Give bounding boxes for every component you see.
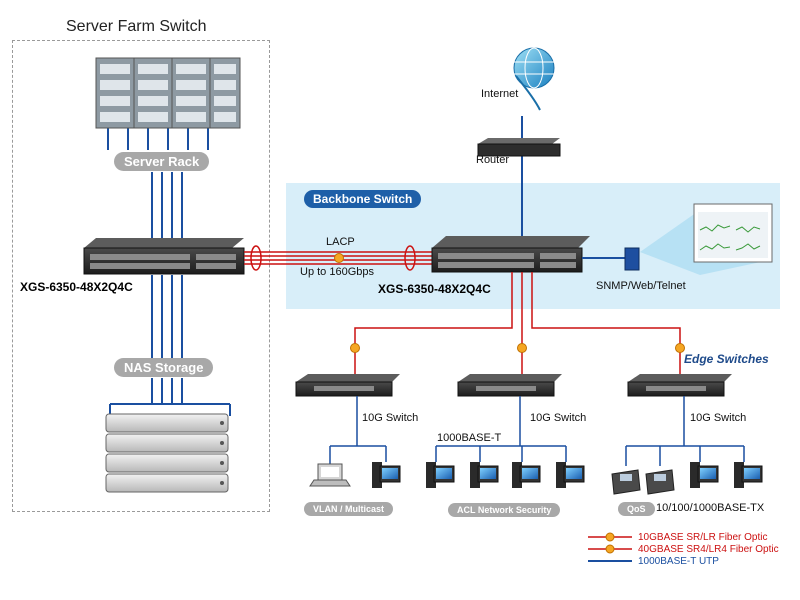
laptop-icon: [309, 463, 351, 487]
group-label-qos: QoS: [618, 502, 655, 516]
internet-label: Internet: [481, 88, 519, 100]
lacp-speed-label: Up to 160Gbps: [300, 266, 374, 278]
mgmt-label: SNMP/Web/Telnet: [596, 280, 686, 292]
desktop-icon: [556, 462, 585, 488]
group-label-vlan: VLAN / Multicast: [304, 502, 394, 516]
server-rack-icon: [95, 57, 241, 129]
switch-icon: [431, 236, 590, 273]
monitor-icon: [693, 203, 773, 263]
legend-text: 40GBASE SR4/LR4 Fiber Optic: [638, 543, 779, 555]
switch-icon: [295, 374, 400, 397]
diagram-title: Server Farm Switch: [66, 18, 207, 35]
edge-switches-label: Edge Switches: [684, 352, 769, 366]
desktop-icon: [734, 462, 763, 488]
desktop-icon: [690, 462, 719, 488]
desktop-icon: [512, 462, 541, 488]
access-utp-links: [329, 396, 745, 466]
switch-label-1: 10G Switch: [362, 412, 419, 424]
group-label-acl: ACL Network Security: [448, 503, 561, 517]
legend-text: 10GBASE SR/LR Fiber Optic: [638, 531, 768, 543]
lacp-label: LACP: [326, 236, 355, 248]
desktop-icon: [470, 462, 499, 488]
switch-label-3: 10G Switch: [690, 412, 747, 424]
core-switch-label: XGS-6350-48X2Q4C: [378, 282, 491, 296]
desktop-icon: [372, 462, 401, 488]
legend-text: 1000BASE-T UTP: [638, 555, 719, 567]
fiber-transceiver-icon: [350, 343, 685, 353]
router-label: Router: [476, 154, 510, 166]
server-rack-label: Server Rack: [114, 152, 210, 171]
nas-storage-icon: [105, 413, 229, 493]
switch-icon: [457, 374, 562, 397]
link-1000baset-label: 1000BASE-T: [437, 432, 502, 444]
ip-phone-icon: [645, 469, 675, 495]
legend-symbols: [588, 532, 632, 562]
nas-storage-label: NAS Storage: [114, 358, 214, 377]
desktop-icon: [426, 462, 455, 488]
fiber-transceiver-icon: [334, 253, 344, 263]
media-converter-icon: [624, 247, 640, 271]
link-10-100-label: 10/100/1000BASE-TX: [656, 502, 765, 514]
legend-item-utp: 1000BASE-T UTP: [588, 554, 719, 568]
legend-item-10g: 10GBASE SR/LR Fiber Optic: [588, 530, 768, 544]
left-switch-label: XGS-6350-48X2Q4C: [20, 280, 133, 294]
backbone-label: Backbone Switch: [304, 190, 422, 208]
globe-icon: [513, 47, 555, 111]
switch-icon: [83, 238, 245, 275]
legend-item-40g: 40GBASE SR4/LR4 Fiber Optic: [588, 542, 779, 556]
switch-icon: [627, 374, 732, 397]
ip-phone-icon: [611, 469, 641, 495]
router-icon: [477, 138, 561, 157]
switch-label-2: 10G Switch: [530, 412, 587, 424]
server-farm-boundary: [12, 40, 270, 512]
uplink-lines: [521, 116, 630, 259]
